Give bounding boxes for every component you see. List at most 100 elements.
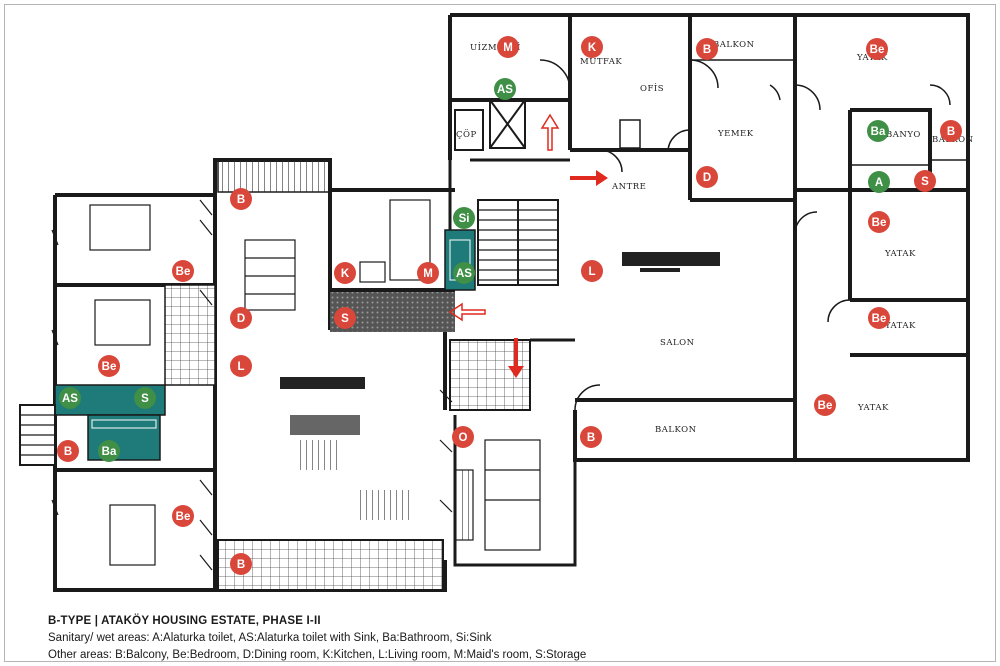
svg-text:S: S — [141, 393, 149, 405]
marker-b-left: B — [57, 440, 79, 462]
svg-text:S: S — [921, 176, 929, 188]
balcony-top-left-hatch — [217, 159, 331, 193]
service-arrow-up — [540, 113, 560, 151]
markers: M K B Be AS Ba B D A S Be B Si K M AS L … — [57, 36, 962, 575]
svg-text:D: D — [703, 172, 711, 184]
svg-text:D: D — [237, 313, 245, 325]
label-balkon-top: BALKON — [713, 40, 755, 50]
circulation-arrows — [448, 113, 608, 378]
balcony-bottom-tiles — [217, 539, 444, 591]
caption-sanitary-legend: Sanitary/ wet areas: A:Alaturka toilet, … — [48, 632, 492, 644]
room-o-details — [454, 439, 541, 551]
marker-m-mid: M — [417, 262, 439, 284]
svg-text:B: B — [237, 559, 245, 571]
marker-d-right: D — [696, 166, 718, 188]
svg-text:M: M — [423, 268, 433, 280]
svg-text:Si: Si — [459, 213, 470, 225]
service-arrow-left — [448, 302, 486, 322]
svg-text:Ba: Ba — [102, 446, 117, 458]
marker-as-left: AS — [59, 387, 81, 409]
marker-b-top: B — [696, 38, 718, 60]
label-cop: ÇÖP — [456, 128, 477, 140]
marker-b-right: B — [940, 120, 962, 142]
marker-be-left1: Be — [172, 260, 194, 282]
svg-text:S: S — [341, 313, 349, 325]
marker-o: O — [452, 426, 474, 448]
entry-arrowhead-right — [596, 170, 608, 186]
label-salon: SALON — [660, 338, 695, 348]
svg-text:A: A — [875, 177, 883, 189]
label-banyo: BANYO — [886, 130, 921, 140]
marker-s-right: S — [914, 170, 936, 192]
marker-be-right1: Be — [868, 211, 890, 233]
svg-text:L: L — [237, 361, 244, 373]
svg-text:Be: Be — [818, 400, 833, 412]
svg-text:AS: AS — [62, 393, 78, 405]
corridor-tiles — [164, 284, 216, 386]
window-ticks-center — [439, 389, 453, 513]
svg-text:AS: AS — [456, 268, 472, 280]
marker-b-left-top: B — [230, 188, 252, 210]
staircase-right — [477, 199, 559, 286]
label-yatak-low: YATAK — [884, 321, 916, 331]
marker-as-mid: AS — [453, 262, 475, 284]
marker-a-right: A — [868, 171, 890, 193]
marker-as-top: AS — [494, 78, 516, 100]
svg-text:K: K — [341, 268, 350, 280]
label-antre: ANTRE — [611, 182, 646, 192]
svg-text:Ba: Ba — [871, 126, 886, 138]
marker-l-left: L — [230, 355, 252, 377]
marker-be-right2: Be — [868, 307, 890, 329]
marker-d-left: D — [230, 307, 252, 329]
svg-text:B: B — [64, 446, 72, 458]
svg-text:B: B — [587, 432, 595, 444]
entry-arrowhead-down — [508, 366, 524, 378]
marker-be-right3: Be — [814, 394, 836, 416]
marker-k-mid: K — [334, 262, 356, 284]
svg-text:Be: Be — [102, 361, 117, 373]
svg-text:Be: Be — [870, 44, 885, 56]
marker-si: Si — [453, 207, 475, 229]
svg-text:Be: Be — [872, 217, 887, 229]
label-yemek: YEMEK — [717, 129, 754, 139]
caption-other-legend: Other areas: B:Balcony, Be:Bedroom, D:Di… — [48, 649, 587, 661]
marker-k-top: K — [581, 36, 603, 58]
svg-text:M: M — [503, 42, 513, 54]
label-balkon-bottom: BALKON — [655, 425, 697, 435]
window-ticks — [51, 199, 213, 571]
living-furniture — [280, 377, 410, 520]
marker-ba-right: Ba — [867, 120, 889, 142]
marker-m-top: M — [497, 36, 519, 58]
marker-l-right: L — [581, 260, 603, 282]
marker-be-left2: Be — [98, 355, 120, 377]
left-entry-steps — [19, 404, 56, 466]
svg-text:O: O — [459, 432, 468, 444]
svg-text:L: L — [588, 266, 595, 278]
label-ofis: OFİS — [640, 82, 664, 94]
svg-text:K: K — [588, 42, 597, 54]
svg-text:Be: Be — [176, 511, 191, 523]
marker-s-mid: S — [334, 307, 356, 329]
caption-title: B-TYPE | ATAKÖY HOUSING ESTATE, PHASE I-… — [48, 615, 321, 627]
label-mutfak: MUTFAK — [580, 57, 622, 67]
floor-plan: UİZMETÇİ MUTFAK OFİS BALKON YATAK YEMEK … — [19, 13, 973, 592]
elevator-shaft — [454, 99, 526, 151]
label-yatak-mid: YATAK — [884, 249, 916, 259]
marker-s-left: S — [134, 387, 156, 409]
svg-text:B: B — [237, 194, 245, 206]
figure-caption: B-TYPE | ATAKÖY HOUSING ESTATE, PHASE I-… — [48, 613, 586, 664]
svg-text:Be: Be — [176, 266, 191, 278]
marker-be-left3: Be — [172, 505, 194, 527]
svg-text:AS: AS — [497, 84, 513, 96]
marker-be-top: Be — [866, 38, 888, 60]
svg-text:B: B — [947, 126, 955, 138]
salon-furniture — [622, 252, 720, 272]
marker-ba-left: Ba — [98, 440, 120, 462]
label-yatak-bottom: YATAK — [857, 403, 889, 413]
marker-b-right-bottom: B — [580, 426, 602, 448]
marker-b-bottom: B — [230, 553, 252, 575]
svg-text:B: B — [703, 44, 711, 56]
svg-text:Be: Be — [872, 313, 887, 325]
bedroom-furniture — [89, 204, 156, 566]
kitchen-details — [244, 199, 431, 311]
